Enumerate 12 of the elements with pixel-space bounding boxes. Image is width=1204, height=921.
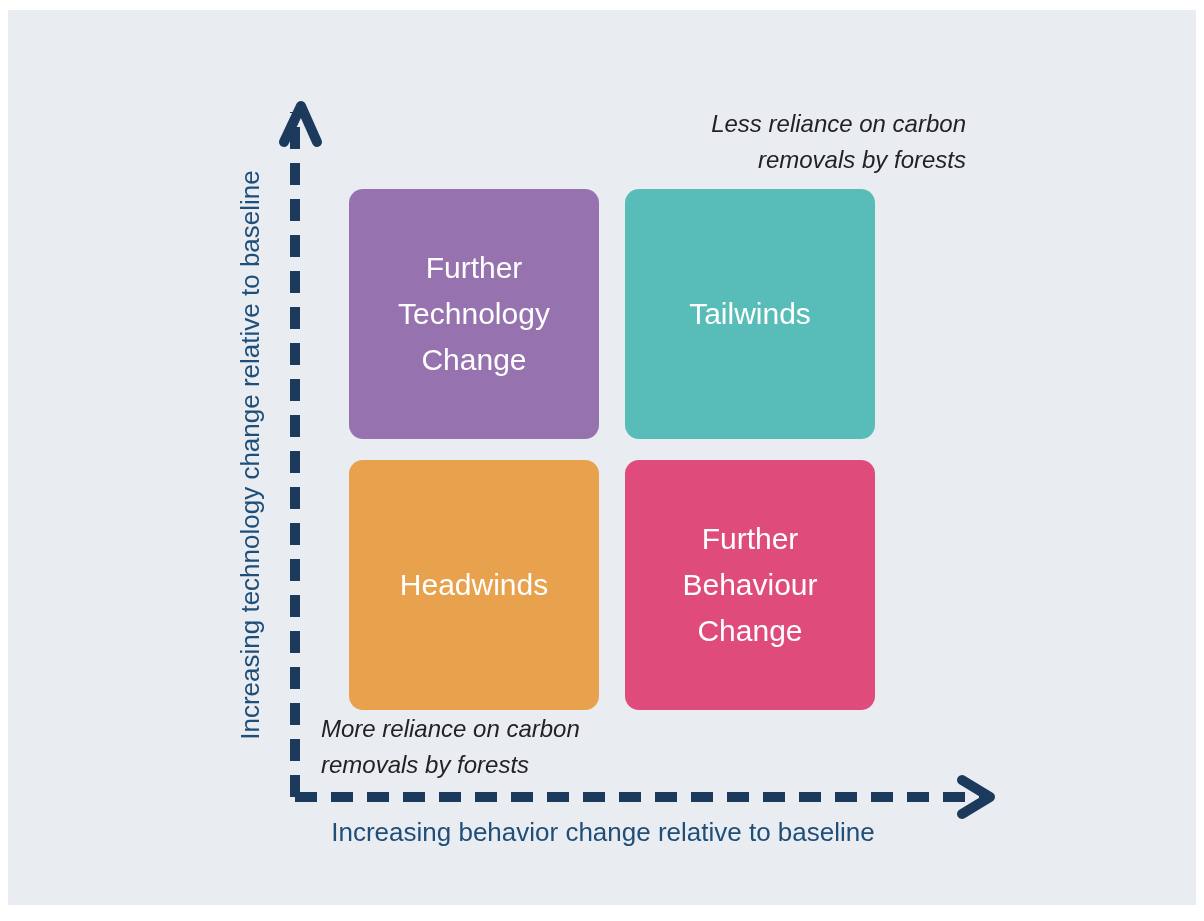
quadrant-box	[349, 189, 599, 439]
quadrant-box	[349, 460, 599, 710]
quadrant-label: Further Technology Change	[397, 250, 551, 378]
quadrant-box	[625, 189, 875, 439]
quadrant-box	[625, 460, 875, 710]
quadrant-label: Further Behaviour Change	[681, 521, 819, 649]
quadrant-label: Headwinds	[398, 567, 550, 603]
corner-note: Less reliance on carbon removals by forests	[710, 109, 966, 175]
axis-label: Increasing technology change relative to baseline	[234, 170, 266, 740]
axis-label: Increasing behavior change relative to baseline	[331, 816, 875, 848]
corner-note: More reliance on carbon removals by forests	[321, 714, 581, 780]
quadrant-label: Tailwinds	[688, 296, 812, 332]
